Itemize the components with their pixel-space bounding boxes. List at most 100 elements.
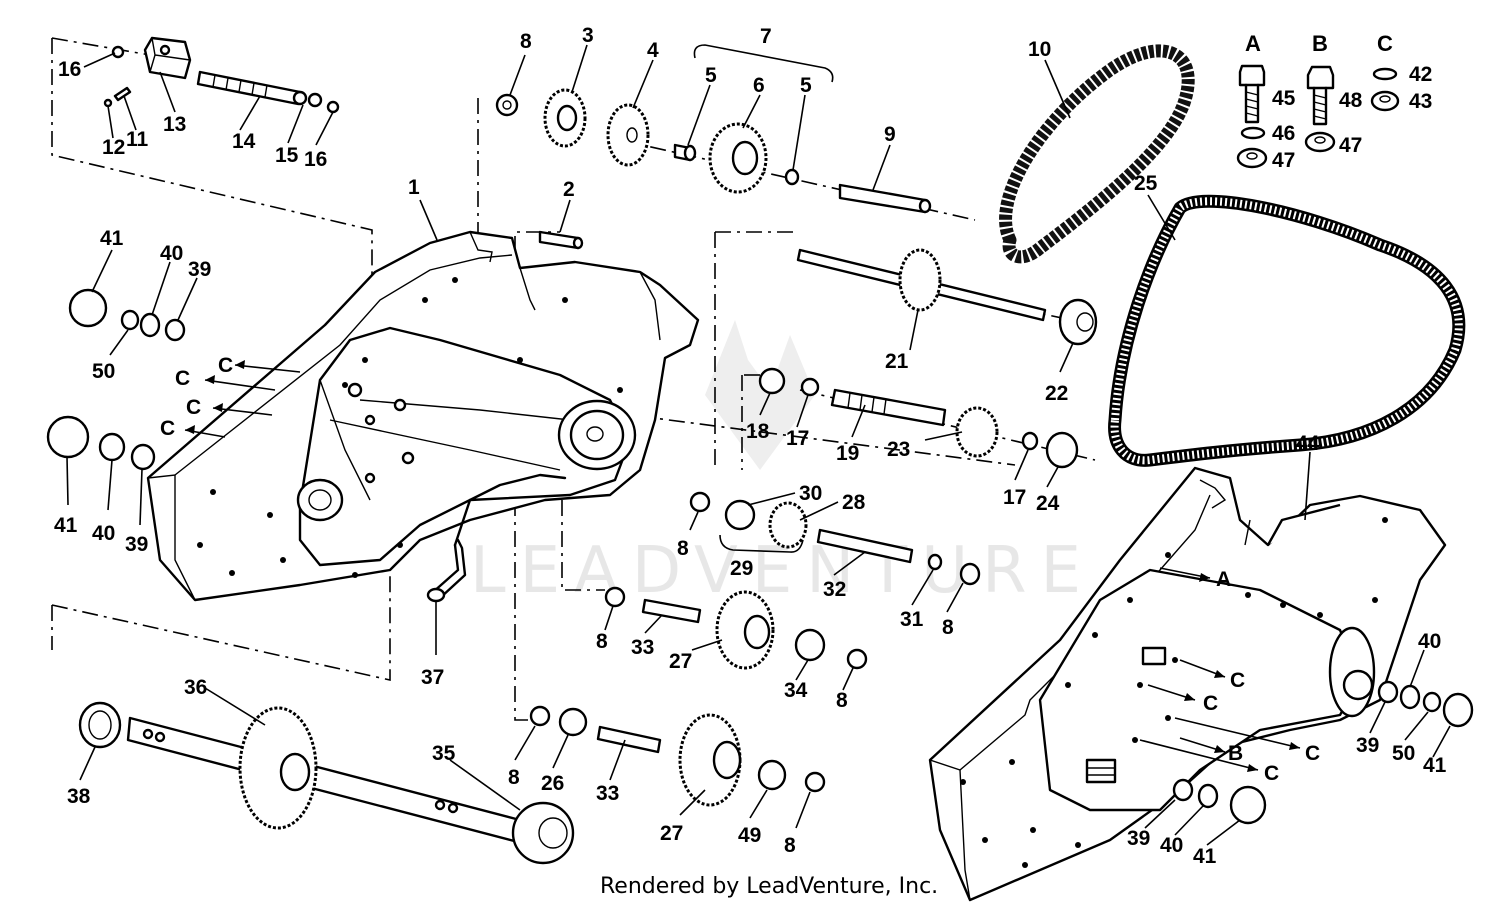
axle-assembly: [78, 701, 575, 865]
part-label-13: 13: [163, 113, 186, 136]
hardware-key-a: A: [1245, 31, 1261, 56]
part-label-34: 34: [784, 679, 808, 702]
part-label-50a: 50: [92, 360, 115, 383]
callout-b-1: B: [1228, 742, 1243, 765]
part-label-36: 36: [184, 676, 207, 699]
callout-c-5: C: [1230, 669, 1245, 692]
part-label-44: 44: [1296, 432, 1320, 455]
part-label-21: 21: [885, 350, 909, 373]
part-label-38: 38: [67, 785, 91, 808]
part-label-8f: 8: [508, 766, 520, 789]
part-label-2: 2: [563, 178, 575, 201]
part-label-27b: 27: [660, 822, 683, 845]
part-label-8a: 8: [520, 30, 532, 53]
callout-c-6: C: [1203, 692, 1218, 715]
part-label-32: 32: [823, 578, 846, 601]
middle-gear-train: [689, 491, 981, 586]
leader-lines: [66, 44, 1451, 846]
part-label-33b: 33: [596, 782, 619, 805]
part-label-14: 14: [232, 130, 256, 153]
part-label-47a: 47: [1272, 149, 1295, 172]
callout-letters: C C C C A C C C B C: [160, 354, 1320, 785]
callout-c-8: C: [1264, 762, 1279, 785]
footer-credit: Rendered by LeadVenture, Inc.: [600, 874, 938, 899]
part-label-39a: 39: [188, 258, 211, 281]
part-label-8g: 8: [784, 834, 796, 857]
part-label-35: 35: [432, 742, 456, 765]
hardware-legend: [1236, 64, 1400, 169]
part-label-49: 49: [738, 824, 761, 847]
part-label-11: 11: [126, 128, 149, 151]
part-label-50b: 50: [1392, 742, 1415, 765]
part-label-37: 37: [421, 666, 444, 689]
part-label-17a: 17: [786, 427, 809, 450]
part-label-41a: 41: [100, 227, 124, 250]
part-label-7: 7: [760, 25, 772, 48]
callout-c-7: C: [1305, 742, 1320, 765]
part-label-45: 45: [1272, 87, 1296, 110]
part-label-40a: 40: [160, 242, 183, 265]
part-label-8e: 8: [836, 689, 848, 712]
hardware-key-b: B: [1312, 31, 1328, 56]
shift-rod-assembly: [103, 36, 340, 114]
part-label-1: 1: [408, 176, 420, 199]
part-label-48: 48: [1339, 89, 1363, 112]
part-label-16b: 16: [304, 148, 327, 171]
part-label-15: 15: [275, 144, 299, 167]
part-label-5a: 5: [705, 64, 717, 87]
part-label-26: 26: [541, 772, 564, 795]
left-housing: [146, 230, 700, 602]
part-label-24: 24: [1036, 492, 1060, 515]
part-label-39d: 39: [1127, 827, 1150, 850]
shifter-arm: [426, 473, 567, 603]
part-label-27a: 27: [669, 650, 692, 673]
part-label-43: 43: [1409, 90, 1432, 113]
part-label-25: 25: [1134, 172, 1158, 195]
part-label-6: 6: [753, 74, 765, 97]
part-label-40d: 40: [1160, 834, 1183, 857]
lower-gear-train: [529, 586, 868, 807]
left-bearings: [46, 288, 186, 471]
part-label-41c: 41: [1423, 754, 1447, 777]
part-label-5b: 5: [800, 74, 812, 97]
part-label-19: 19: [836, 442, 859, 465]
part-label-8b: 8: [677, 537, 689, 560]
part-label-40c: 40: [1418, 630, 1441, 653]
part-label-8c: 8: [942, 616, 954, 639]
part-label-23: 23: [887, 438, 910, 461]
part-label-16: 16: [58, 58, 81, 81]
part-label-41d: 41: [1193, 845, 1217, 868]
pinion-shaft: [758, 367, 1079, 469]
part-label-40b: 40: [92, 522, 115, 545]
part-label-29: 29: [730, 557, 753, 580]
callout-c-3: C: [186, 396, 201, 419]
hardware-key-c: C: [1377, 31, 1393, 56]
part-label-41b: 41: [54, 514, 78, 537]
hardware-headers: A B C: [1245, 31, 1393, 56]
part-label-22: 22: [1045, 382, 1068, 405]
part-label-9: 9: [884, 123, 896, 146]
part-label-30: 30: [799, 482, 822, 505]
part-label-10: 10: [1028, 38, 1051, 61]
part-label-39c: 39: [1356, 734, 1379, 757]
part-label-28: 28: [842, 491, 866, 514]
right-bearings: [1172, 680, 1474, 825]
part-label-3: 3: [582, 24, 594, 47]
part-label-33a: 33: [631, 636, 654, 659]
part-label-4: 4: [647, 39, 659, 62]
callout-c-4: C: [160, 417, 175, 440]
callout-c-2: C: [175, 367, 190, 390]
callout-arrows: [184, 360, 1301, 772]
part-label-8d: 8: [596, 630, 608, 653]
part-label-39b: 39: [125, 533, 148, 556]
pin: [538, 230, 584, 250]
part-label-42: 42: [1409, 63, 1432, 86]
part-label-12: 12: [102, 136, 125, 159]
callout-c-1: C: [218, 354, 233, 377]
upper-shaft: [796, 248, 1098, 346]
part-label-46: 46: [1272, 122, 1295, 145]
gasket: [1108, 194, 1466, 467]
part-label-47b: 47: [1339, 134, 1362, 157]
top-gear-train: [495, 88, 932, 214]
